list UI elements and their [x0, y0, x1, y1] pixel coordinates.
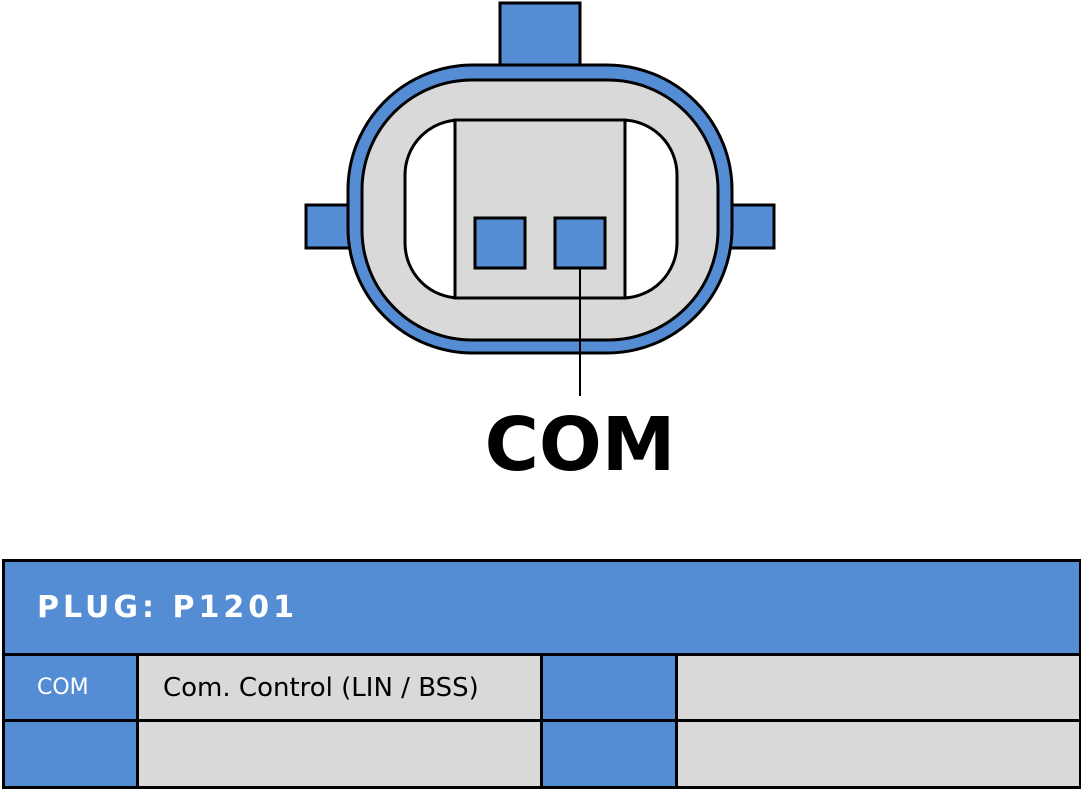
description-cell — [136, 719, 543, 789]
description-cell: Com. Control (LIN / BSS) — [136, 652, 543, 723]
pin-com — [553, 216, 607, 270]
connector-diagram: COM — [304, 1, 776, 488]
pin-cell — [540, 719, 678, 789]
description-cell — [674, 652, 1081, 723]
connector-pin-block — [453, 118, 627, 300]
pin-com-label: COM — [485, 402, 676, 488]
pin-1 — [473, 216, 527, 270]
table-row: COM Com. Control (LIN / BSS) — [2, 652, 1081, 723]
pin-cell: COM — [2, 652, 139, 723]
pin-table: PLUG: P1201 COM Com. Control (LIN / BSS) — [1, 559, 1081, 789]
description-cell — [674, 719, 1081, 789]
pin-cell — [540, 652, 678, 723]
table-row — [2, 719, 1081, 789]
plug-title: PLUG: P1201 — [1, 559, 1081, 656]
pin-cell — [2, 719, 139, 789]
